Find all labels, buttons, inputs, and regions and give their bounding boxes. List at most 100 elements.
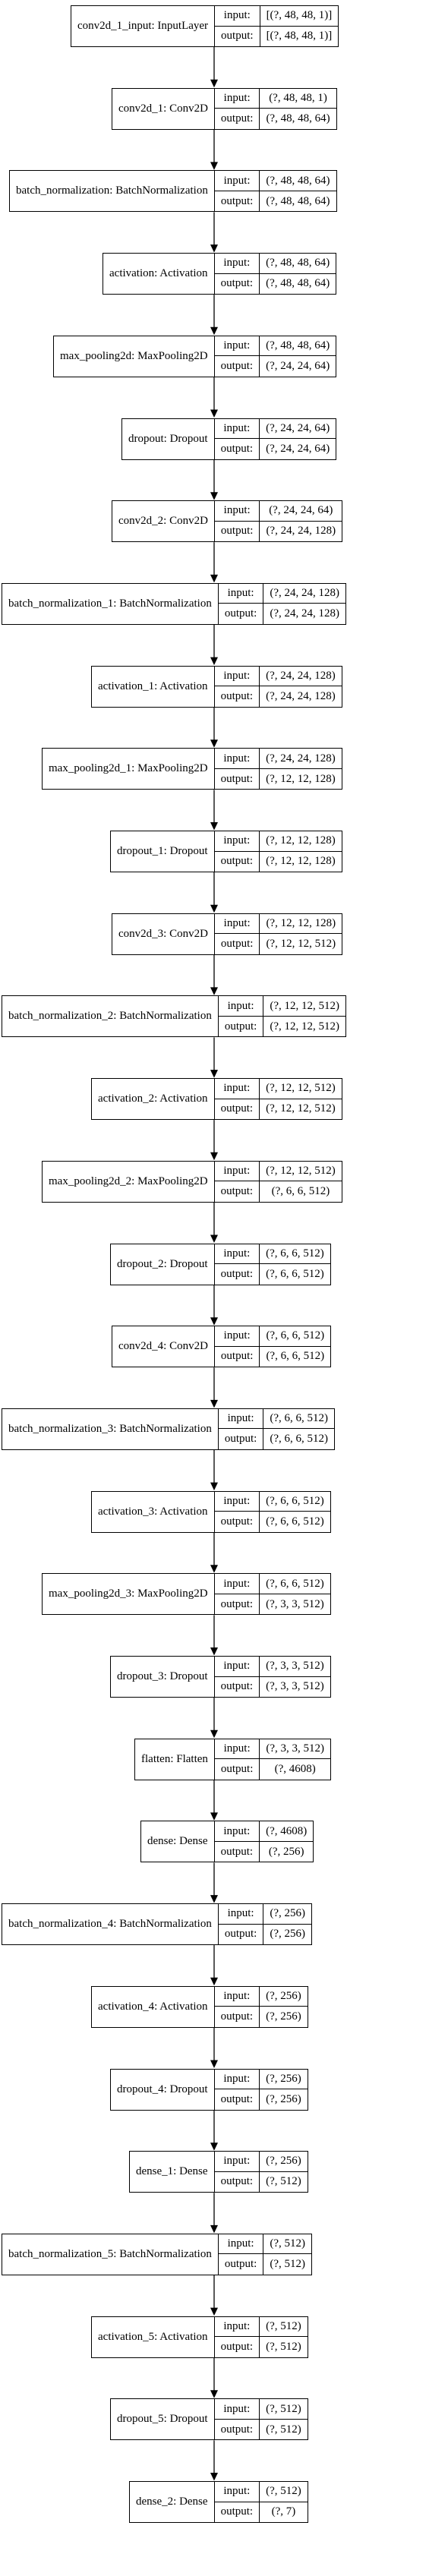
io-shape-column: (?, 48, 48, 1)(?, 48, 48, 64) (260, 89, 336, 129)
io-shape-column: (?, 4608)(?, 256) (260, 1821, 314, 1862)
input-shape: (?, 512) (263, 2234, 312, 2255)
input-label: input: (214, 254, 260, 274)
output-label: output: (220, 194, 254, 207)
layer-name-label: activation_5: Activation (92, 2316, 215, 2357)
input-label: input: (214, 2070, 260, 2089)
layer-node[interactable]: batch_normalization_5: BatchNormalizatio… (2, 2233, 313, 2275)
layer-node[interactable]: batch_normalization_4: BatchNormalizatio… (2, 1903, 313, 1946)
io-label-column: input:output: (214, 171, 260, 212)
input-shape: (?, 12, 12, 128) (260, 831, 342, 852)
output-label: output: (220, 112, 254, 125)
io-shape-column: (?, 6, 6, 512)(?, 6, 6, 512) (260, 1244, 330, 1285)
layer-name-label: flatten: Flatten (135, 1739, 215, 1780)
io-shape-column: (?, 256)(?, 256) (263, 1904, 312, 1944)
output-shape: (?, 24, 24, 128) (266, 525, 336, 538)
arrow-head-icon (210, 79, 218, 88)
output-label: output: (220, 277, 254, 290)
input-shape: (?, 24, 24, 64) (260, 419, 336, 439)
layer-node[interactable]: batch_normalization_2: BatchNormalizatio… (2, 995, 347, 1038)
output-shape: (?, 512) (266, 2175, 301, 2188)
layer-name-label: conv2d_4: Conv2D (112, 1326, 215, 1367)
input-shape: (?, 256) (260, 1987, 308, 2007)
layer-name-label: max_pooling2d_2: MaxPooling2D (43, 1161, 215, 1202)
io-label-column: input:output: (214, 831, 260, 872)
io-label-column: input:output: (214, 2482, 260, 2522)
layer-name-label: dense: Dense (141, 1821, 215, 1862)
input-shape: (?, 512) (260, 2399, 308, 2420)
output-shape: (?, 4608) (274, 1762, 316, 1775)
arrow-head-icon (210, 1152, 218, 1161)
arrow-head-icon (210, 2307, 218, 2316)
input-shape: (?, 256) (260, 2152, 308, 2172)
io-shape-column: (?, 512)(?, 512) (260, 2399, 308, 2439)
arrow-head-icon (210, 326, 218, 336)
io-shape-column: (?, 12, 12, 512)(?, 6, 6, 512) (260, 1162, 342, 1202)
io-label-column: input:output: (214, 1821, 260, 1862)
input-label: input: (214, 2317, 260, 2338)
io-shape-column: (?, 24, 24, 128)(?, 12, 12, 128) (260, 749, 342, 789)
arrow-head-icon (210, 1895, 218, 1903)
layer-node[interactable]: batch_normalization_3: BatchNormalizatio… (2, 1408, 336, 1450)
input-label: input: (214, 1574, 260, 1594)
output-shape: (?, 256) (266, 2092, 301, 2105)
layer-name-label: conv2d_3: Conv2D (112, 913, 215, 954)
io-shape-column: (?, 12, 12, 512)(?, 12, 12, 512) (260, 1079, 342, 1119)
io-shape-column: (?, 512)(?, 512) (260, 2317, 308, 2357)
output-shape: (?, 24, 24, 64) (266, 442, 330, 455)
layer-name-label: activation_1: Activation (92, 666, 215, 707)
output-label: output: (224, 1928, 257, 1941)
arrow-head-icon (210, 2142, 218, 2151)
arrow-head-icon (210, 822, 218, 831)
io-label-column: input:output: (214, 1491, 260, 1532)
arrow-head-icon (210, 1565, 218, 1573)
output-label: output: (220, 1185, 254, 1198)
output-label: output: (220, 2092, 254, 2105)
io-label-column: input:output: (214, 1574, 260, 1615)
input-shape: (?, 3, 3, 512) (260, 1657, 330, 1677)
arrow-head-icon (210, 244, 218, 253)
arrow-head-icon (210, 1812, 218, 1821)
io-shape-column: (?, 6, 6, 512)(?, 3, 3, 512) (260, 1574, 330, 1614)
output-label: output: (220, 1845, 254, 1858)
layer-name-label: max_pooling2d_3: MaxPooling2D (43, 1574, 215, 1615)
output-label: output: (220, 525, 254, 538)
output-label: output: (220, 2010, 254, 2023)
input-shape: (?, 24, 24, 128) (260, 667, 342, 687)
output-shape: [(?, 48, 48, 1)] (266, 30, 333, 43)
io-shape-column: (?, 48, 48, 64)(?, 48, 48, 64) (260, 171, 336, 211)
layer-node[interactable]: batch_normalization_1: BatchNormalizatio… (2, 582, 347, 625)
layer-name-label: batch_normalization_3: BatchNormalizatio… (2, 1408, 219, 1449)
input-label: input: (218, 1409, 263, 1430)
io-label-column: input:output: (218, 583, 264, 624)
io-shape-column: [(?, 48, 48, 1)][(?, 48, 48, 1)] (260, 6, 339, 46)
input-label: input: (214, 2399, 260, 2420)
layer-name-label: dropout_5: Dropout (111, 2399, 215, 2440)
